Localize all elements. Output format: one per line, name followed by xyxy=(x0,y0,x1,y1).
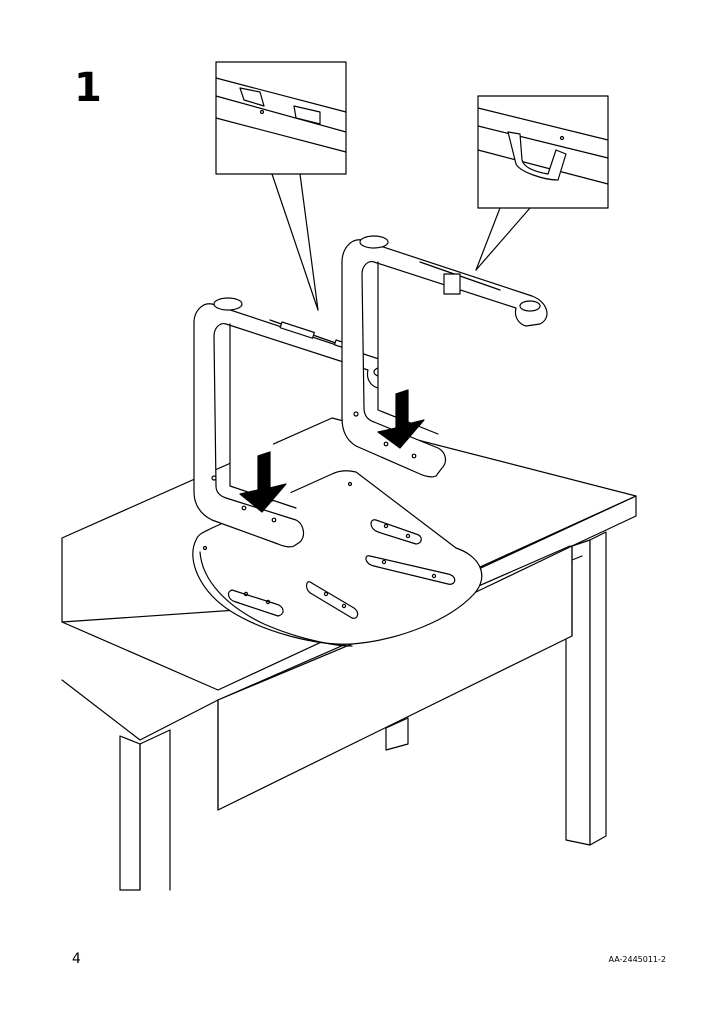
step-number: 1 xyxy=(74,65,102,111)
page-number: 4 xyxy=(72,951,81,967)
leg-frame-back xyxy=(341,235,548,478)
detail-callout-left xyxy=(215,61,347,311)
down-arrow-icon xyxy=(239,451,287,513)
assembly-illustration xyxy=(61,61,637,891)
down-arrow-icon xyxy=(377,389,425,449)
table-edge-front xyxy=(61,495,637,691)
detail-callout-right xyxy=(475,95,609,271)
table-leg-front-left xyxy=(119,735,141,891)
table-leg-back xyxy=(385,717,409,751)
document-code: AA-2445011-2 xyxy=(608,955,666,964)
